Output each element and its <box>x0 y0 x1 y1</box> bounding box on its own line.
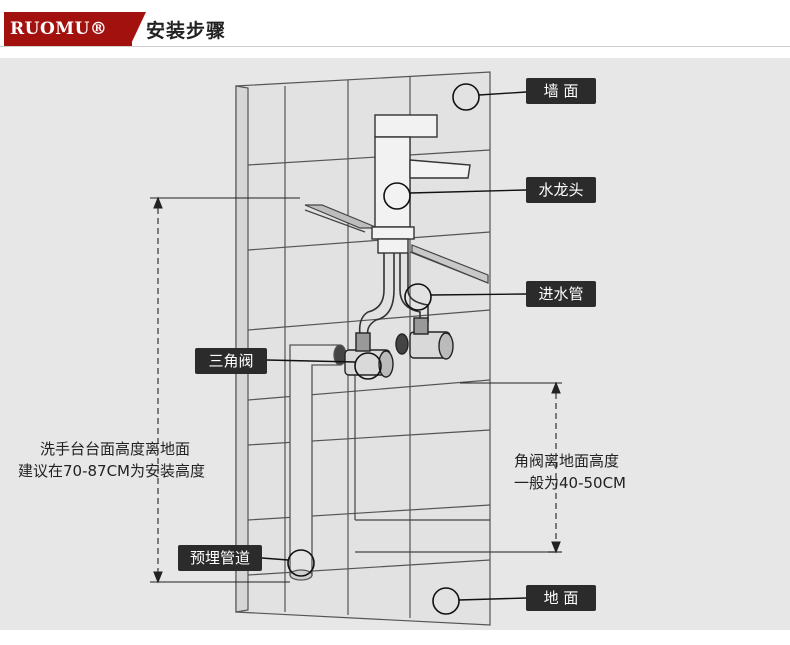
label-angle-valve: 三角阀 <box>195 348 267 374</box>
basin-height-line-2: 建议在70-87CM为安装高度 <box>18 462 206 480</box>
dimension-lines <box>150 196 562 584</box>
label-embedded-pipe: 预埋管道 <box>178 545 262 571</box>
label-wall: 墙 面 <box>526 78 596 104</box>
header-divider <box>0 46 790 47</box>
label-floor: 地 面 <box>526 585 596 611</box>
valve-height-note: 角阀离地面高度 一般为40-50CM <box>514 450 626 494</box>
faucet-body <box>371 114 471 254</box>
callout-markers <box>287 83 480 615</box>
basin-height-line-1: 洗手台台面高度离地面 <box>40 440 191 458</box>
inlet-pipe-line <box>358 253 429 336</box>
label-faucet: 水龙头 <box>526 177 596 203</box>
header: RUOMU® 安装步骤 <box>0 0 790 58</box>
diagram-canvas <box>150 71 562 626</box>
installation-diagram: 墙 面 水龙头 进水管 三角阀 预埋管道 地 面 洗手台台面高度离地面 建议在7… <box>0 58 790 630</box>
basin-height-note: 洗手台台面高度离地面 建议在70-87CM为安装高度 <box>18 438 205 482</box>
valve-height-line-2: 一般为40-50CM <box>514 474 627 492</box>
leader-lines <box>261 91 527 601</box>
brand-logo: RUOMU® <box>4 12 132 46</box>
embedded-pipe-line <box>289 344 347 581</box>
label-inlet-pipe: 进水管 <box>526 281 596 307</box>
valve-height-line-1: 角阀离地面高度 <box>514 452 620 470</box>
section-title: 安装步骤 <box>146 20 227 42</box>
basin-counter <box>304 204 555 553</box>
brand-logo-tail <box>130 12 146 46</box>
angle-valves <box>344 317 454 378</box>
